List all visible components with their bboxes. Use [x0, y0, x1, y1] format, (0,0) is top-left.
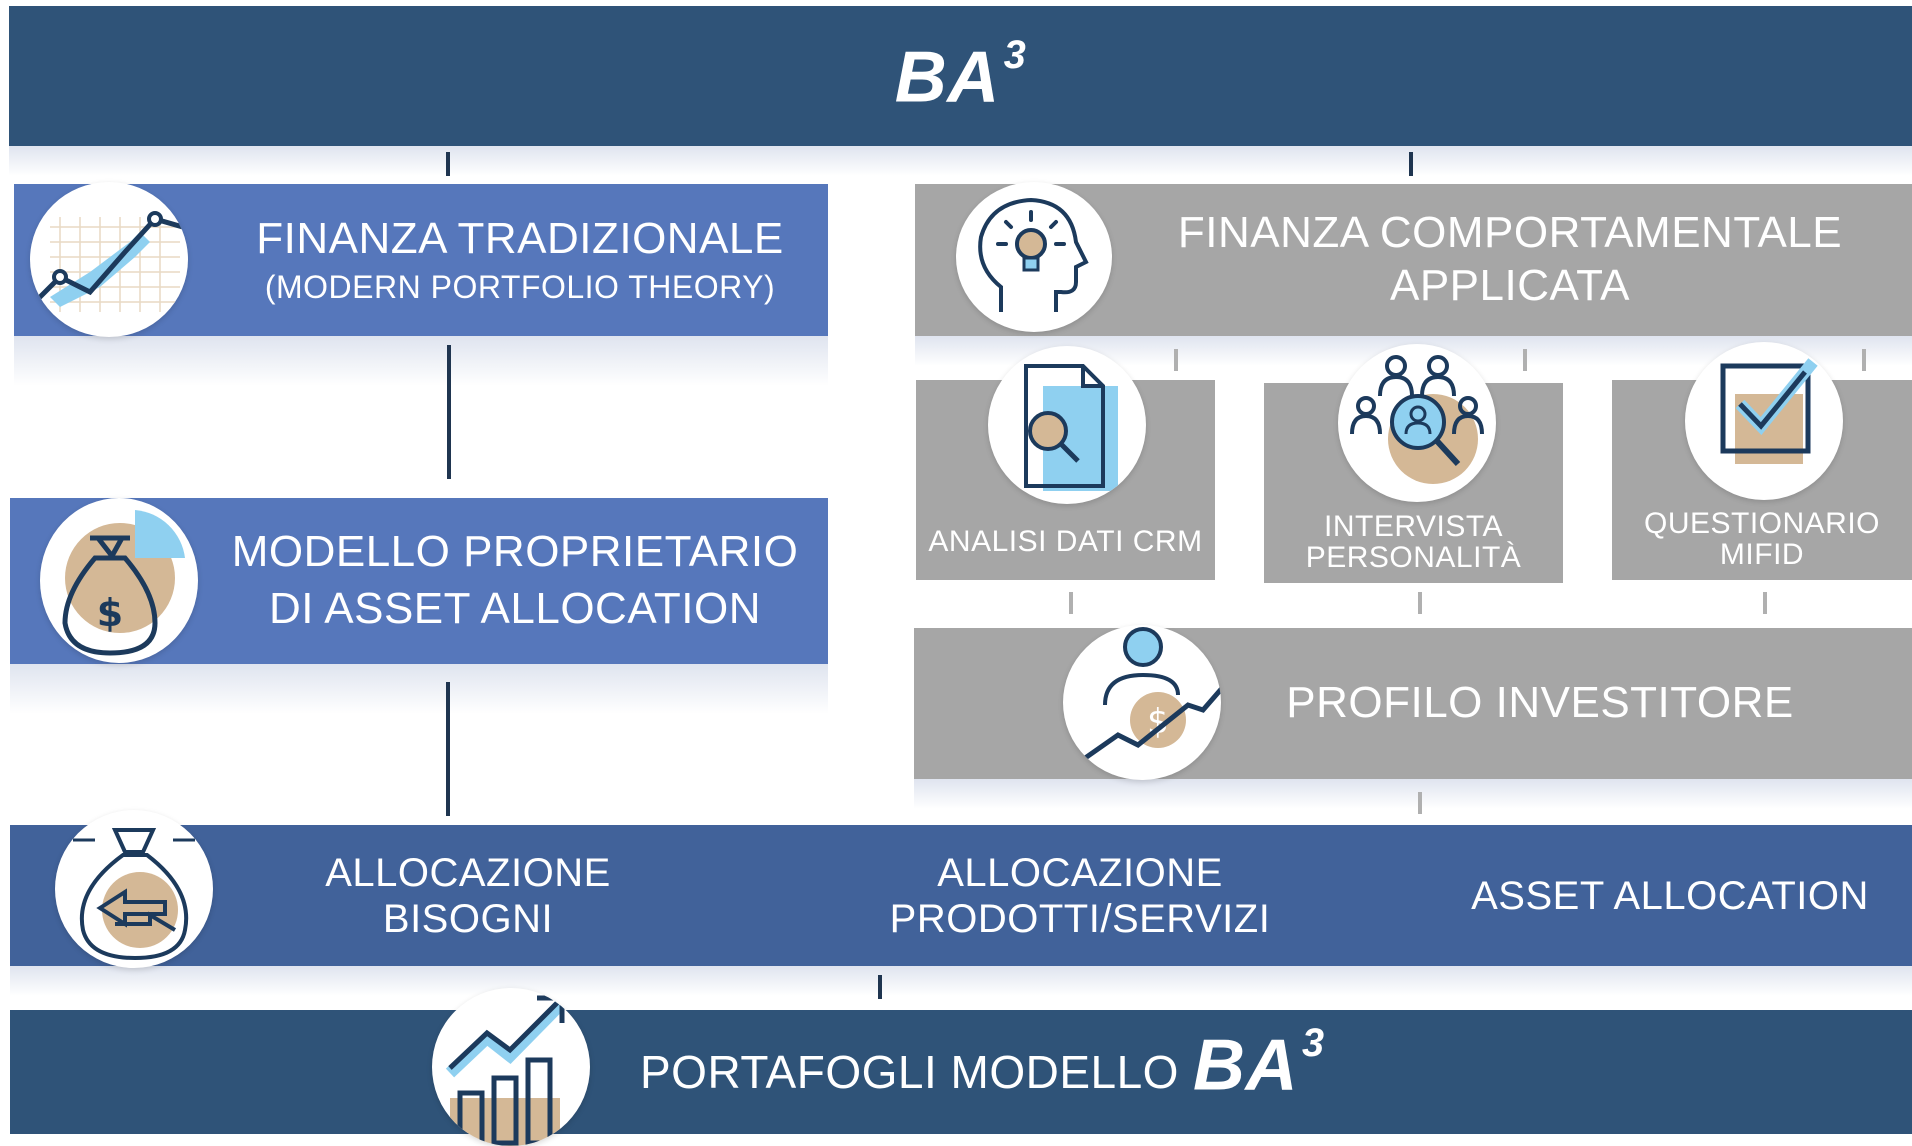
traditional-finance-text: FINANZA TRADIZIONALE (MODERN PORTFOLIO T…: [220, 184, 820, 336]
swap-bag-icon: [55, 810, 213, 968]
connector-line: [1862, 349, 1866, 371]
proprietary-model-line2: DI ASSET ALLOCATION: [268, 584, 762, 633]
svg-text:$: $: [97, 591, 123, 635]
personality-interview-line2: PERSONALITÀ: [1305, 541, 1522, 574]
crm-analysis-label: ANALISI DATI CRM: [928, 525, 1203, 559]
traditional-finance-subtitle: (MODERN PORTFOLIO THEORY): [264, 268, 776, 305]
connector-line: [1418, 792, 1422, 814]
connector-line: [1409, 152, 1413, 176]
investor-profile-text: PROFILO INVESTITORE: [1240, 628, 1840, 779]
allocation-band: [10, 825, 1912, 966]
people-search-icon: [1338, 344, 1496, 502]
allocation-products-label: ALLOCAZIONE PRODOTTI/SERVIZI: [889, 850, 1271, 941]
brand-text: BA: [894, 37, 1000, 118]
document-search-icon: [988, 346, 1146, 504]
connector-line: [878, 975, 882, 999]
box-shadow: [14, 336, 828, 386]
growth-chart-icon: [30, 182, 188, 337]
mifid-questionnaire-line2: MIFID: [1719, 538, 1805, 571]
header-shadow: [9, 146, 1912, 176]
asset-allocation-label: ASSET ALLOCATION: [1471, 873, 1869, 918]
behavioral-finance-line1: FINANZA COMPORTAMENTALE: [1177, 208, 1843, 258]
head-lightbulb-icon: [956, 182, 1112, 332]
connector-line: [1069, 592, 1073, 614]
proprietary-model-line1: MODELLO PROPRIETARIO: [231, 527, 799, 577]
checkbox-icon: [1685, 342, 1843, 500]
box-shadow: [914, 779, 1912, 809]
crm-analysis-text: ANALISI DATI CRM: [916, 515, 1215, 570]
mifid-questionnaire-text: QUESTIONARIO MIFID: [1612, 503, 1912, 575]
behavioral-finance-line2: APPLICATA: [1389, 261, 1631, 310]
bar-chart-growth-icon: [432, 988, 590, 1146]
money-bag-icon: $: [40, 498, 198, 663]
connector-line: [1174, 349, 1178, 371]
footer-label: PORTAFOGLI MODELLO: [640, 1045, 1179, 1098]
allocation-needs: ALLOCAZIONE BISOGNI: [238, 825, 698, 966]
connector-line: [446, 152, 450, 176]
footer-brand-text: BA: [1192, 1025, 1298, 1106]
band-shadow: [10, 966, 1912, 996]
personality-interview-line1: INTERVISTA: [1324, 509, 1503, 543]
proprietary-model-text: MODELLO PROPRIETARIO DI ASSET ALLOCATION: [210, 498, 820, 664]
connector-line: [1523, 349, 1527, 371]
header-bar: [9, 6, 1912, 146]
brand-superscript: 3: [1003, 32, 1027, 77]
connector-line: [447, 345, 451, 479]
investor-growth-icon: $: [1063, 625, 1221, 780]
investor-profile-label: PROFILO INVESTITORE: [1286, 678, 1794, 728]
footer-bar: [10, 1010, 1912, 1134]
connector-line: [446, 682, 450, 816]
personality-interview-text: INTERVISTA PERSONALITÀ: [1264, 506, 1563, 578]
box-shadow: [10, 664, 828, 714]
behavioral-finance-text: FINANZA COMPORTAMENTALE APPLICATA: [1120, 184, 1900, 336]
allocation-needs-label: ALLOCAZIONE BISOGNI: [325, 850, 611, 941]
traditional-finance-title: FINANZA TRADIZIONALE: [256, 214, 784, 264]
connector-line: [1763, 592, 1767, 614]
asset-allocation: ASSET ALLOCATION: [1460, 825, 1880, 966]
allocation-products: ALLOCAZIONE PRODOTTI/SERVIZI: [760, 825, 1400, 966]
connector-line: [1418, 592, 1422, 614]
mifid-questionnaire-line1: QUESTIONARIO: [1643, 506, 1881, 540]
footer-brand-superscript: 3: [1301, 1020, 1325, 1065]
